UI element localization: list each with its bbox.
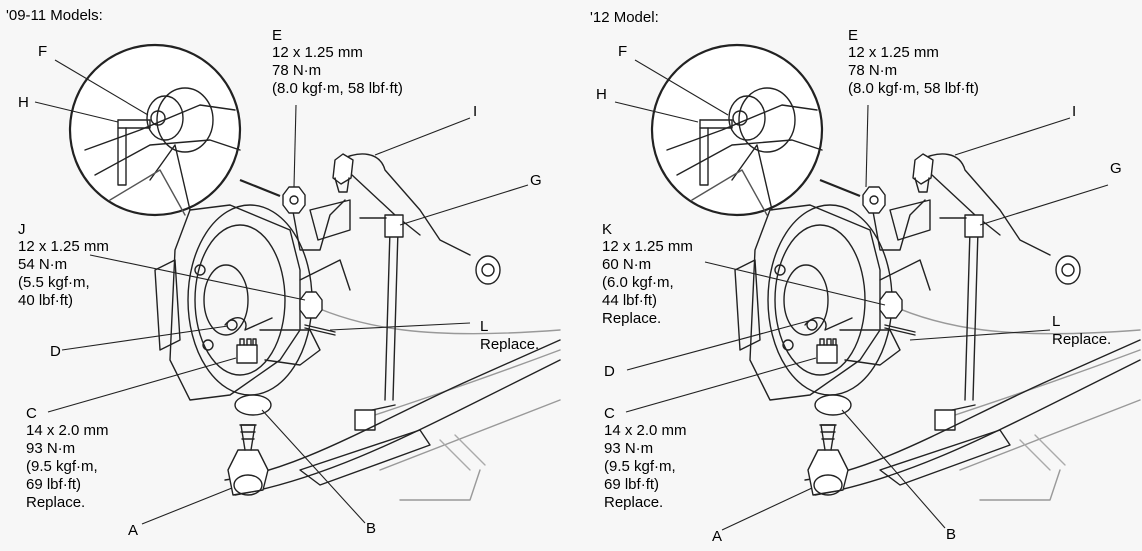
left-label-h: H [18,94,29,111]
left-spec-j-line4: 40 lbf·ft) [18,292,74,309]
right-spec-k-line4: 44 lbf·ft) [602,292,658,309]
right-label-d: D [604,363,615,380]
left-spec-c-line4: 69 lbf·ft) [26,476,82,493]
right-spec-k-line2: 60 N·m [602,256,652,273]
left-label-d: D [50,343,61,360]
left-note-l: Replace. [480,336,540,353]
left-label-c: C [26,405,37,422]
left-label-a: A [128,522,139,539]
right-label-i: I [1072,103,1077,120]
right-label-b: B [946,526,957,543]
left-spec-j-line1: 12 x 1.25 mm [18,238,109,255]
left-spec-j: 12 x 1.25 mm 54 N·m (5.5 kgf·m, 40 lbf·f… [18,238,109,310]
right-label-a: A [712,528,723,545]
right-label-l: L [1052,313,1061,330]
right-spec-e-line2: 78 N·m [848,62,898,79]
right-spec-k-line1: 12 x 1.25 mm [602,238,693,255]
right-note-l: Replace. [1052,331,1112,348]
left-spec-c: 14 x 2.0 mm 93 N·m (9.5 kgf·m, 69 lbf·ft… [26,422,109,512]
right-spec-k-line3: (6.0 kgf·m, [602,274,674,291]
left-label-j: J [18,221,26,238]
left-spec-e-line2: 78 N·m [272,62,322,79]
left-label-g: G [530,172,542,189]
right-spec-c-line3: (9.5 kgf·m, [604,458,676,475]
left-spec-e: 12 x 1.25 mm 78 N·m (8.0 kgf·m, 58 lbf·f… [272,44,403,98]
left-label-e: E [272,27,283,44]
right-label-k: K [602,221,613,238]
left-label-f: F [38,43,48,60]
right-spec-k-line5: Replace. [602,310,662,327]
left-title: '09-11 Models: [6,7,103,24]
right-label-h: H [596,86,607,103]
right-spec-k: 12 x 1.25 mm 60 N·m (6.0 kgf·m, 44 lbf·f… [602,238,693,328]
right-label-e: E [848,27,859,44]
right-spec-c-line2: 93 N·m [604,440,654,457]
right-title: '12 Model: [590,9,659,26]
right-label-f: F [618,43,628,60]
left-suspension-assembly [154,153,561,501]
right-spec-e-line1: 12 x 1.25 mm [848,44,939,61]
left-spec-c-line5: Replace. [26,494,86,511]
left-spec-c-line1: 14 x 2.0 mm [26,422,109,439]
right-label-g: G [1110,160,1122,177]
right-spec-c-line5: Replace. [604,494,664,511]
left-label-b: B [366,520,377,537]
left-spec-j-line3: (5.5 kgf·m, [18,274,90,291]
right-spec-e-line3: (8.0 kgf·m, 58 lbf·ft) [848,80,979,97]
left-label-i: I [473,103,478,120]
left-spec-j-line2: 54 N·m [18,256,68,273]
right-spec-c-line1: 14 x 2.0 mm [604,422,687,439]
right-spec-c: 14 x 2.0 mm 93 N·m (9.5 kgf·m, 69 lbf·ft… [604,422,687,512]
right-spec-c-line4: 69 lbf·ft) [604,476,660,493]
left-spec-e-line1: 12 x 1.25 mm [272,44,363,61]
left-spec-e-line3: (8.0 kgf·m, 58 lbf·ft) [272,80,403,97]
left-label-l: L [480,318,489,335]
right-spec-e: 12 x 1.25 mm 78 N·m (8.0 kgf·m, 58 lbf·f… [848,44,979,98]
left-spec-c-line2: 93 N·m [26,440,76,457]
left-spec-c-line3: (9.5 kgf·m, [26,458,98,475]
right-suspension-assembly [734,153,1141,501]
left-zoom-detail [68,43,242,217]
right-label-c: C [604,405,615,422]
right-zoom-detail [650,43,824,217]
